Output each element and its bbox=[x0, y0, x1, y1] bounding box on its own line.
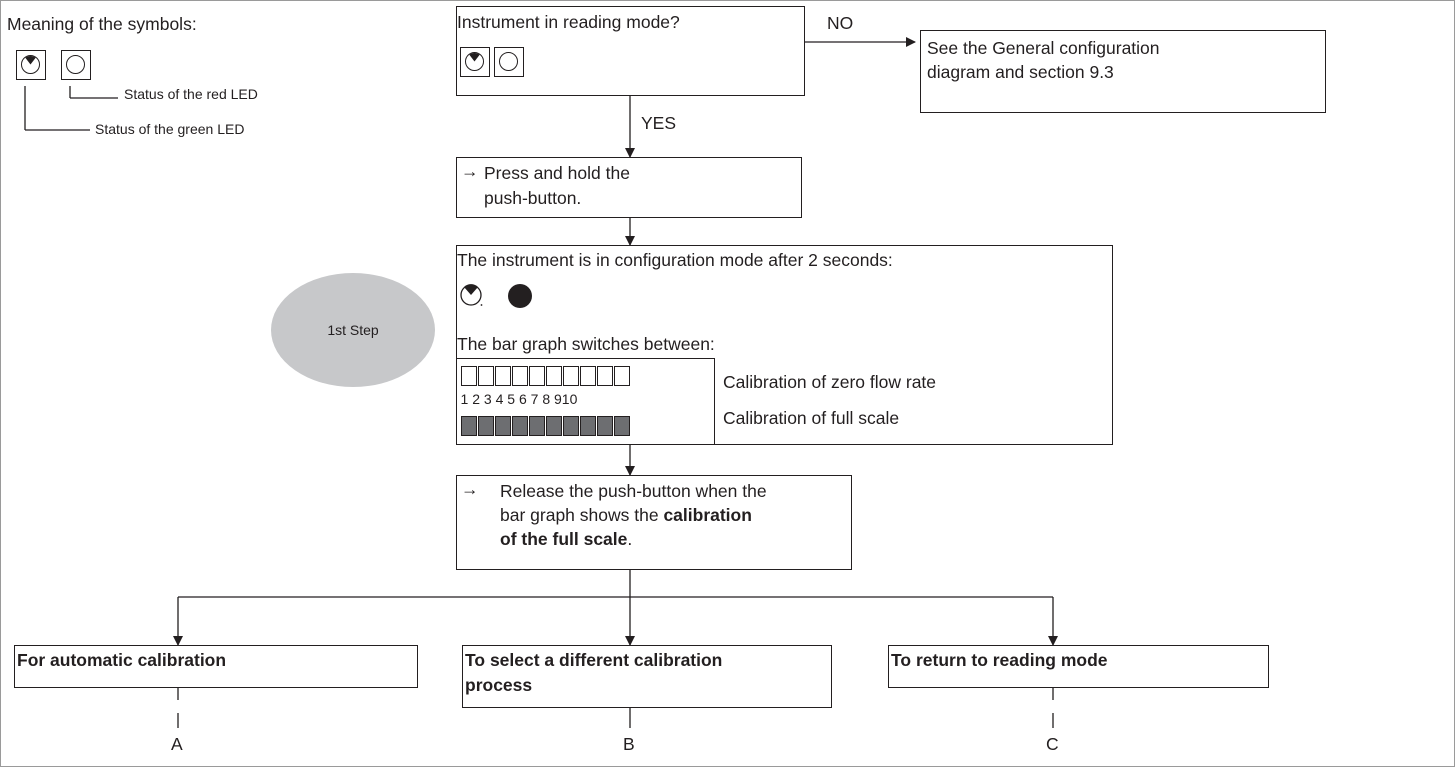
legend-green-led-symbol bbox=[16, 50, 46, 80]
question-text: Instrument in reading mode? bbox=[457, 12, 680, 32]
release-arrow-glyph: → bbox=[461, 479, 479, 499]
question-red-led-symbol bbox=[494, 47, 524, 77]
release-box: → Release the push-button when the bar g… bbox=[456, 475, 852, 570]
bargraph-panel: 1 2 3 4 5 6 7 8 910 bbox=[455, 358, 715, 444]
cal-full-label: Calibration of full scale bbox=[723, 408, 900, 428]
config-mode-text: The instrument is in configuration mode … bbox=[457, 250, 893, 270]
press-hold-box: → Press and hold the push-button. bbox=[456, 157, 802, 218]
legend-title: Meaning of the symbols: bbox=[7, 14, 197, 34]
legend-red-led-symbol bbox=[61, 50, 91, 80]
option-a-text: For automatic calibration bbox=[17, 650, 227, 670]
release-line1: Release the push-button when the bbox=[500, 481, 767, 501]
option-return-reading-mode: To return to reading mode bbox=[888, 645, 1269, 688]
release-line3: of the full scale. bbox=[500, 529, 633, 549]
question-green-led-symbol bbox=[460, 47, 490, 77]
legend-green-led-label: Status of the green LED bbox=[95, 121, 245, 137]
config-red-led-icon bbox=[508, 284, 532, 308]
option-b-text-line1: To select a different calibration bbox=[465, 650, 723, 670]
reading-mode-question-box: Instrument in reading mode? bbox=[456, 6, 805, 96]
option-automatic-calibration: For automatic calibration bbox=[14, 645, 418, 688]
cal-zero-label: Calibration of zero flow rate bbox=[723, 372, 937, 392]
config-green-led-icon bbox=[460, 284, 483, 306]
press-hold-line1: Press and hold the bbox=[484, 163, 630, 183]
config-mode-box: The instrument is in configuration mode … bbox=[455, 245, 1113, 445]
letter-a: A bbox=[171, 734, 183, 754]
general-config-line1: See the General configuration bbox=[927, 38, 1160, 58]
letter-c: C bbox=[1046, 734, 1059, 754]
bargraph-text: The bar graph switches between: bbox=[457, 334, 715, 354]
general-config-box: See the General configuration diagram an… bbox=[920, 30, 1326, 113]
step-ellipse bbox=[271, 273, 435, 387]
release-line2: bar graph shows the calibration bbox=[500, 505, 752, 525]
letter-b: B bbox=[623, 734, 635, 754]
press-hold-arrow-glyph: → bbox=[461, 161, 479, 181]
general-config-line2: diagram and section 9.3 bbox=[927, 62, 1114, 82]
press-hold-line2: push-button. bbox=[484, 188, 582, 208]
option-different-calibration: To select a different calibration proces… bbox=[462, 645, 832, 708]
option-b-text-line2: process bbox=[465, 675, 533, 695]
no-label: NO bbox=[827, 13, 854, 33]
step-label: 1st Step bbox=[327, 322, 379, 338]
option-c-text: To return to reading mode bbox=[891, 650, 1108, 670]
legend-red-led-label: Status of the red LED bbox=[124, 86, 258, 102]
yes-label: YES bbox=[641, 113, 677, 133]
bargraph-numbers: 1 2 3 4 5 6 7 8 910 bbox=[460, 391, 578, 407]
